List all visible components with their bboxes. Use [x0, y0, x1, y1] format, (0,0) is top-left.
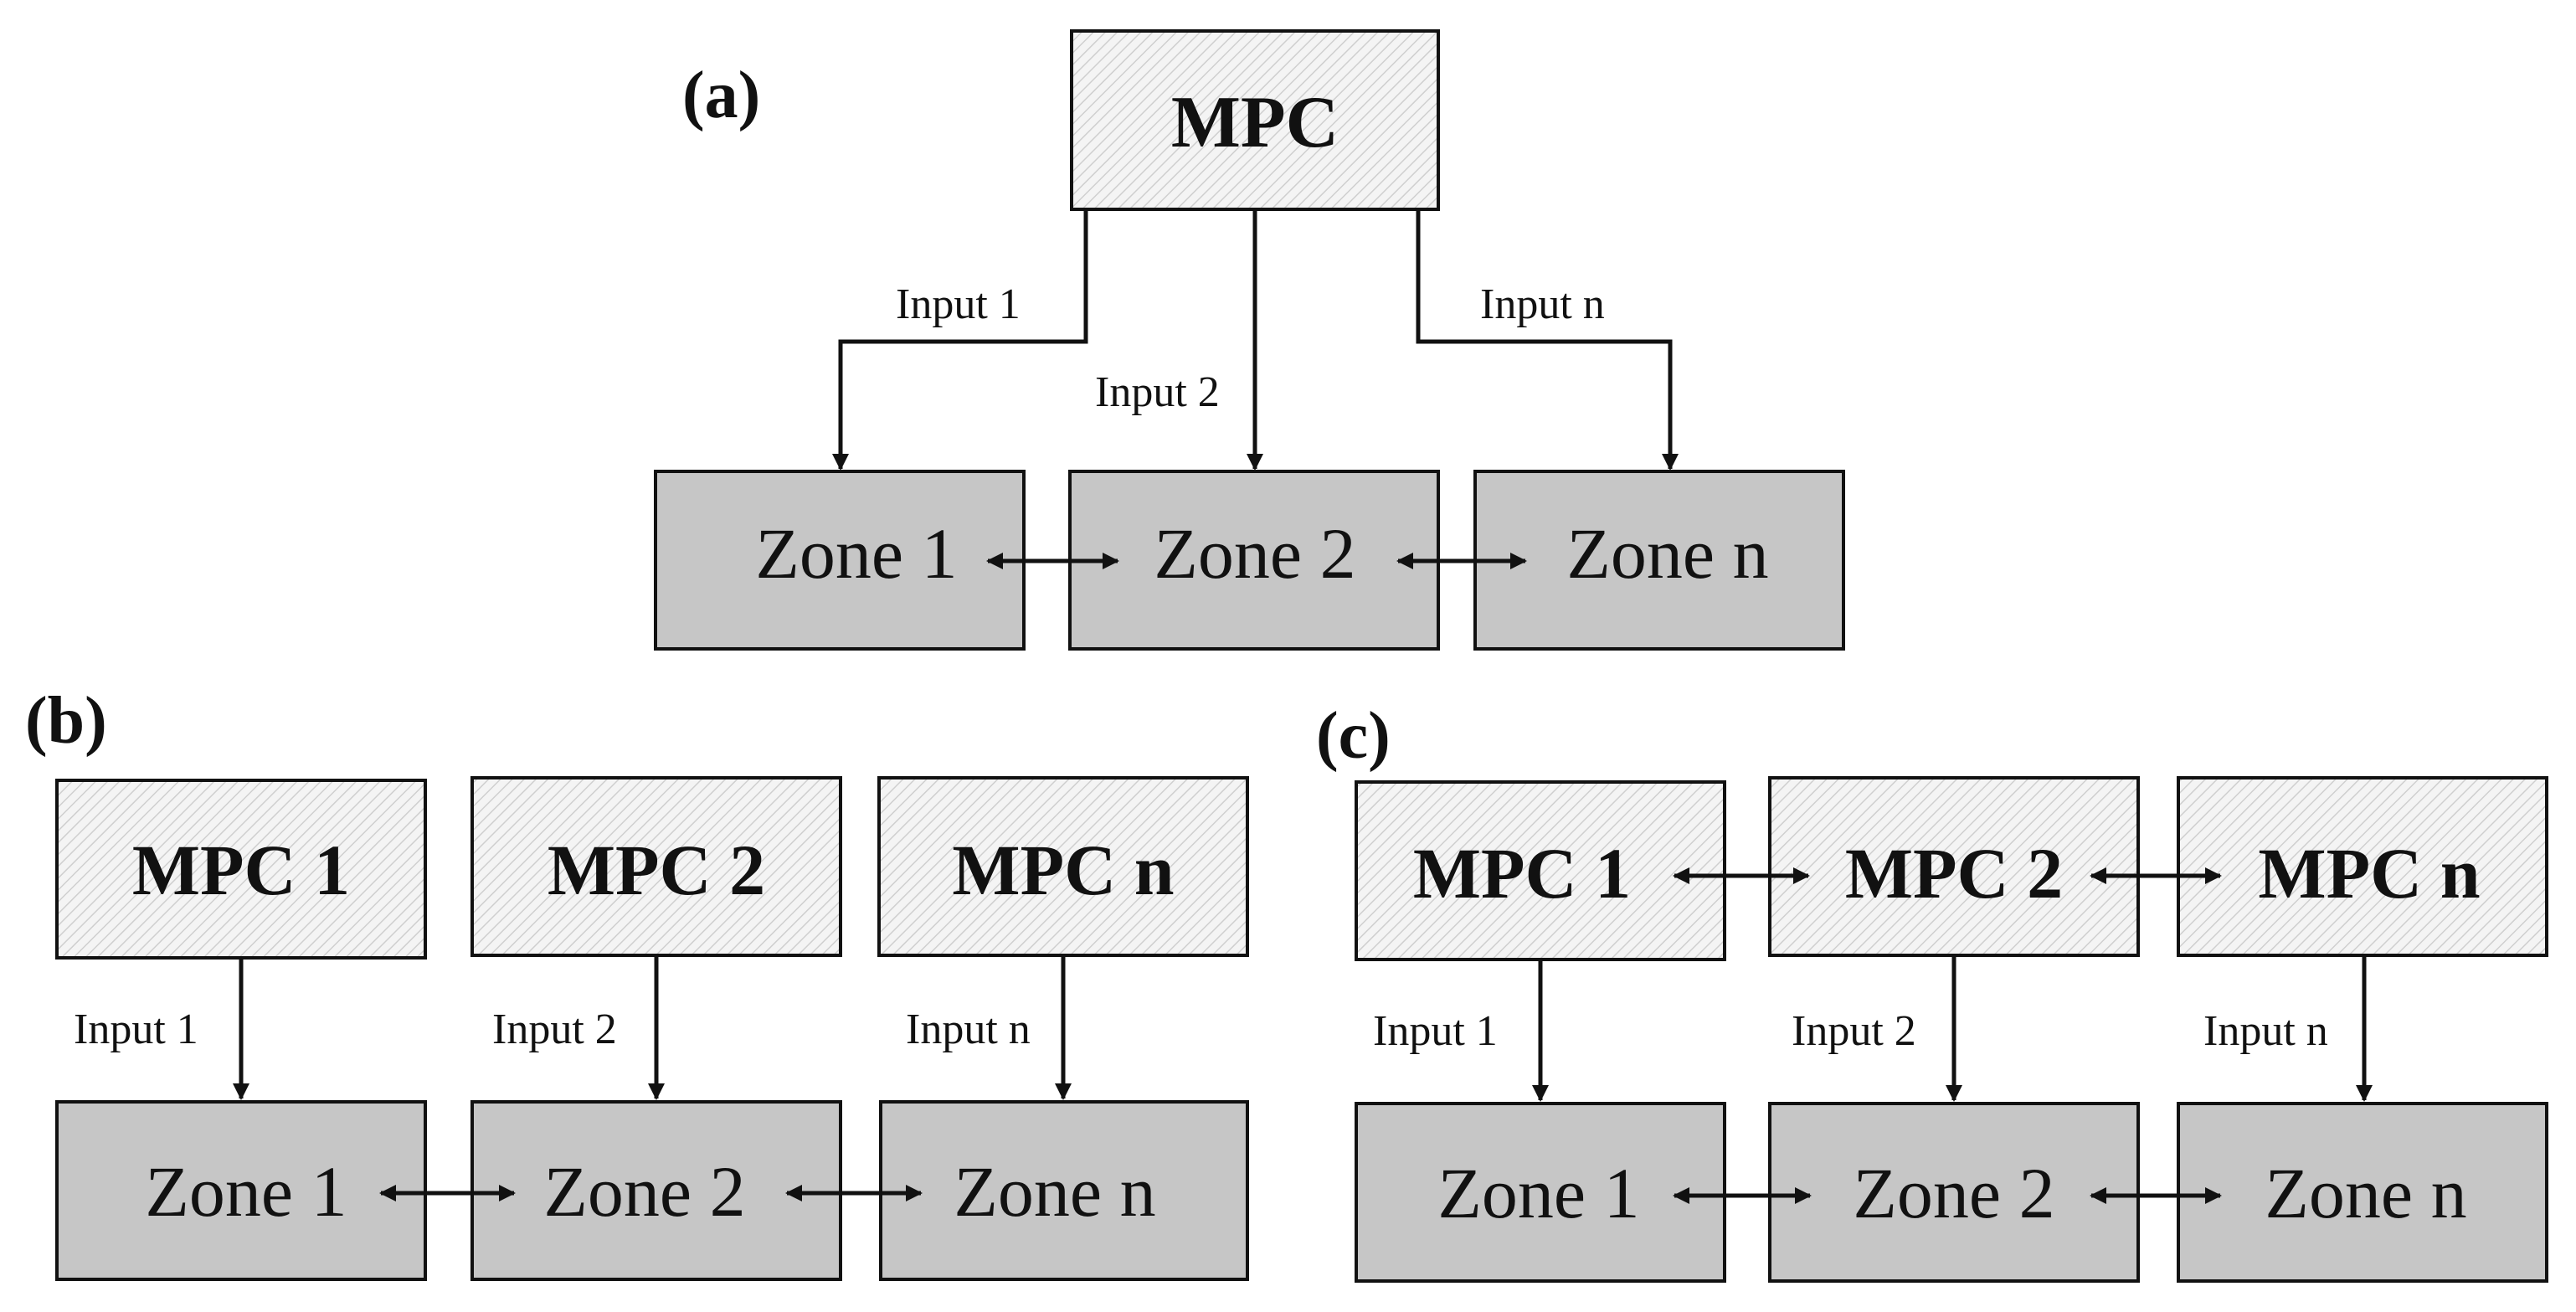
mpc-b-n-box — [877, 776, 1249, 957]
input-label-b-2: Input 2 — [492, 1006, 617, 1053]
zone-a-2-box — [1068, 470, 1440, 651]
panel-b-label: (b) — [25, 684, 107, 758]
wire-a-input-1 — [832, 209, 1088, 471]
input-label-c-n: Input n — [2203, 1007, 2328, 1055]
zone-b-n-box — [879, 1100, 1249, 1281]
zone-c-n-box — [2177, 1102, 2548, 1283]
panel-a: (a) MPC Input 1 Input 2 Input n Zone 1 Z… — [654, 29, 1845, 651]
zone-c-1-label: Zone 1 — [1437, 1153, 1639, 1233]
input-label-c-2: Input 2 — [1792, 1007, 1916, 1055]
input-label-c-1: Input 1 — [1373, 1007, 1498, 1055]
mpc-central-box — [1070, 29, 1440, 211]
zone-a-1-box — [654, 470, 1026, 651]
panel-c-label: (c) — [1316, 699, 1391, 773]
zone-a-n-box — [1473, 470, 1845, 651]
zone-b-2-label: Zone 2 — [543, 1151, 745, 1232]
zone-a-1-label: Zone 1 — [755, 513, 957, 594]
zone-c-2-label: Zone 2 — [1853, 1153, 2054, 1233]
mpc-c-1-box — [1355, 780, 1726, 961]
input-label-a-1: Input 1 — [896, 280, 1021, 328]
input-label-a-2: Input 2 — [1095, 368, 1220, 416]
mpc-c-2-box — [1768, 776, 2140, 957]
input-label-b-n: Input n — [906, 1006, 1031, 1053]
mpc-b-n-label: MPC n — [952, 830, 1174, 910]
zone-b-1-box — [55, 1100, 427, 1281]
input-label-b-1: Input 1 — [74, 1006, 198, 1053]
zone-b-2-box — [470, 1100, 842, 1281]
panel-a-label: (a) — [682, 59, 760, 132]
mpc-c-n-label: MPC n — [2258, 833, 2480, 913]
panel-c: (c) MPC 1 MPC 2 MPC n Input 1 Input 2 In… — [1316, 699, 2548, 1283]
zone-c-n-label: Zone n — [2265, 1153, 2466, 1233]
panel-b: (b) MPC 1 MPC 2 MPC n Input 1 Input 2 In… — [25, 684, 1249, 1281]
zone-c-1-box — [1355, 1102, 1726, 1283]
mpc-central-label: MPC — [1171, 82, 1339, 163]
zone-a-2-label: Zone 2 — [1154, 513, 1355, 594]
mpc-c-2-label: MPC 2 — [1845, 833, 2063, 913]
input-label-a-n: Input n — [1480, 280, 1605, 328]
wire-a-input-n — [1416, 209, 1679, 471]
zone-b-1-label: Zone 1 — [145, 1151, 347, 1232]
zone-a-n-label: Zone n — [1566, 513, 1768, 594]
mpc-b-1-label: MPC 1 — [132, 830, 350, 910]
zone-b-n-label: Zone n — [954, 1151, 1155, 1232]
mpc-b-2-label: MPC 2 — [548, 830, 765, 910]
mpc-c-1-label: MPC 1 — [1413, 833, 1631, 913]
